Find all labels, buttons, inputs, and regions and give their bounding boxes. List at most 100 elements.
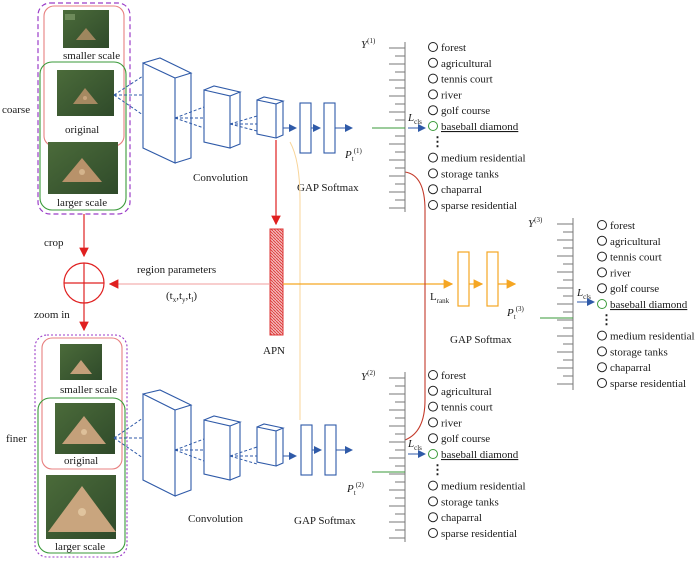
class-radio-icon [428,200,438,210]
class-label: storage tanks [441,168,499,180]
coarse-conv-block-1 [142,57,193,164]
class-radio-icon [428,105,438,116]
finer-smaller-image [60,344,102,380]
class-label: tennis court [441,402,493,414]
class-radio-icon [428,528,438,538]
class-label: chaparral [610,362,651,374]
class-ellipsis: ⋮ [600,312,613,327]
class-radio-icon [428,401,438,412]
class-radio-icon [428,449,438,459]
apn-block [269,228,284,336]
coarse-larger-image [48,142,118,194]
apn-crop-zoom: crop zoom in region parameters (tx,ty,tl… [34,140,285,357]
zoom-in-label: zoom in [34,309,70,321]
finer-group-box [34,334,128,558]
class-label: tennis court [441,74,493,86]
finer-gap-layer [300,424,313,476]
coarse-label: coarse [2,104,30,116]
class-label: agricultural [441,386,492,398]
apn-label: APN [263,345,285,357]
crop-label: crop [44,237,64,249]
class-label: baseball diamond [441,449,519,461]
output-2: Y(2) Pt(2) Lcls forest agricultural tennis… [346,369,526,542]
class-label: storage tanks [610,346,668,358]
class-label: tennis court [610,252,662,264]
coarse-smaller-caption: smaller scale [63,50,120,62]
svg-text:Pt(2): Pt(2) [346,481,365,497]
coarse-conv-block-3 [256,96,285,139]
coarse-conv-block-2 [203,85,242,149]
class-label: river [441,417,462,429]
class-radio-icon [597,220,607,230]
svg-text:Lcls: Lcls [407,112,422,126]
finer-conv-block-1 [142,389,193,497]
class-label: chaparral [441,184,482,196]
coarse-original-image [57,70,114,116]
class-radio-icon [597,251,607,262]
class-radio-icon [597,362,607,373]
class-ellipsis: ⋮ [431,462,444,477]
class-radio-icon [428,385,438,396]
class-label: baseball diamond [610,299,688,311]
class-radio-icon [428,417,438,428]
class-label: forest [441,370,466,382]
class-label: medium residential [441,481,526,493]
svg-text:Y(2): Y(2) [361,369,376,383]
class-label: golf course [441,105,490,117]
class-label: medium residential [610,331,695,343]
class-label: chaparral [441,512,482,524]
coarse-gap-layer [299,102,312,154]
class-label: river [441,89,462,101]
finer-softmax-layer [324,424,337,476]
finer-original-image [55,403,115,454]
finer-conv-block-3 [256,423,285,467]
finer-conv-block-2 [203,415,242,481]
class-radio-icon [428,512,438,523]
class-radio-icon [597,330,607,341]
class-label: golf course [441,433,490,445]
finer-branch: finer smaller scale original larger scal… [6,334,356,558]
class-label: sparse residential [610,378,686,390]
class-label: agricultural [610,236,661,248]
finer-larger-caption: larger scale [55,541,105,553]
class-label: baseball diamond [441,121,519,133]
finer-label: finer [6,433,27,445]
region-parameters-tuple: (tx,ty,tl) [166,290,197,304]
svg-text:Lcls: Lcls [407,438,422,452]
finer-original-caption: original [64,455,98,467]
class-radio-icon [597,283,607,294]
svg-text:Y(1): Y(1) [361,37,376,51]
class-radio-icon [428,152,438,163]
svg-text:Pt(1): Pt(1) [344,147,363,163]
class-radio-icon [428,57,438,68]
class-radio-icon [428,89,438,100]
class-label: sparse residential [441,200,517,212]
fused-gap-layer [457,251,470,307]
coarse-branch: coarse smaller scale original larger sca… [2,2,359,215]
class-radio-icon [428,433,438,444]
class-radio-icon [428,370,438,380]
class-radio-icon [428,480,438,491]
class-ellipsis: ⋮ [431,134,444,149]
svg-text:Y(3): Y(3) [528,216,543,230]
finer-smaller-caption: smaller scale [60,384,117,396]
class-label: agricultural [441,58,492,70]
class-radio-icon [597,378,607,388]
coarse-gap-softmax-label: GAP Softmax [297,182,359,194]
class-radio-icon [428,121,438,131]
svg-text:Lcls: Lcls [576,287,591,301]
coarse-group-box [37,2,131,215]
class-radio-icon [597,346,607,357]
class-radio-icon [597,267,607,278]
fused-gap-softmax-label: GAP Softmax [450,334,512,346]
class-label: storage tanks [441,496,499,508]
class-label: medium residential [441,153,526,165]
class-radio-icon [428,496,438,507]
class-radio-icon [428,168,438,179]
svg-text:Pt(3): Pt(3) [506,305,525,321]
finer-larger-image [46,475,116,539]
class-label: forest [610,220,635,232]
finer-gap-softmax-label: GAP Softmax [294,515,356,527]
class-label: sparse residential [441,528,517,540]
